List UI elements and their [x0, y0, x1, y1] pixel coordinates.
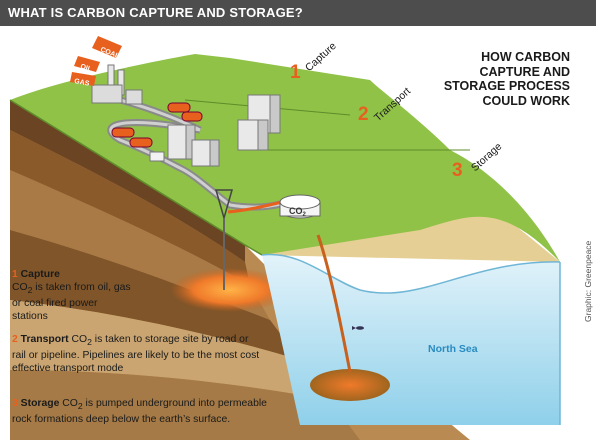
- co2-storage-tank: CO2: [280, 195, 320, 218]
- legend-title: Capture: [21, 269, 60, 280]
- heading-line: CAPTURE AND: [440, 65, 570, 80]
- heading-line: COULD WORK: [440, 94, 570, 109]
- legend-title: Transport: [21, 334, 69, 345]
- legend-number: 1: [12, 269, 18, 280]
- diagram-heading: HOW CARBON CAPTURE AND STORAGE PROCESS C…: [440, 50, 570, 108]
- legend-storage: 3 Storage CO2 is pumped underground into…: [12, 397, 282, 426]
- banner-title: WHAT IS CARBON CAPTURE AND STORAGE?: [8, 5, 303, 20]
- legend-number: 3: [12, 398, 18, 409]
- sea-block: [262, 235, 560, 425]
- step-3-number: 3: [452, 160, 463, 182]
- co2-tank-label: CO: [289, 206, 303, 216]
- legend-co: CO: [71, 334, 87, 345]
- step-1-number: 1: [290, 62, 301, 84]
- heading-line: STORAGE PROCESS: [440, 79, 570, 94]
- legend-title: Storage: [21, 398, 60, 409]
- legend-co: CO: [62, 398, 78, 409]
- graphic-credit: Graphic: Greenpeace: [583, 241, 593, 322]
- legend-number: 2: [12, 334, 18, 345]
- title-banner: WHAT IS CARBON CAPTURE AND STORAGE?: [0, 0, 596, 26]
- storage-reservoir: [310, 369, 390, 401]
- sea-label: North Sea: [428, 343, 478, 355]
- step-2-number: 2: [358, 104, 369, 126]
- legend-capture: 1 Capture CO2 is taken from oil, gas or …: [12, 268, 132, 323]
- legend-co: CO: [12, 282, 28, 293]
- heading-line: HOW CARBON: [440, 50, 570, 65]
- legend-transport: 2 Transport CO2 is taken to storage site…: [12, 333, 262, 375]
